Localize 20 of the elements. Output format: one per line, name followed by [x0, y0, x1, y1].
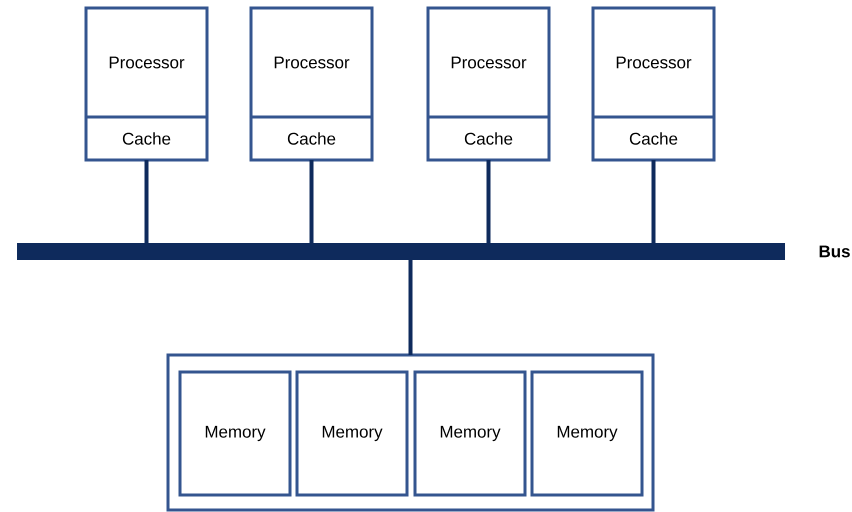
cache-box: Cache — [426, 116, 550, 162]
processor-box: Processor — [84, 6, 208, 118]
cache-box: Cache — [250, 116, 374, 162]
connector-line — [310, 160, 314, 243]
connector-line — [652, 160, 656, 243]
connector-line — [486, 160, 490, 243]
bus-label: Bus — [820, 246, 850, 258]
processor-box: Processor — [250, 6, 374, 118]
connector-line — [144, 160, 148, 243]
processor-box: Processor — [426, 6, 550, 118]
memory-box: Memory — [530, 370, 644, 496]
memory-module-box — [166, 354, 654, 512]
memory-box: Memory — [414, 370, 526, 496]
bus-bar — [17, 243, 786, 260]
processor-box: Processor — [592, 6, 716, 118]
memory-box: Memory — [178, 370, 292, 496]
memory-box: Memory — [296, 370, 408, 496]
connector-line — [408, 260, 412, 355]
cache-box: Cache — [592, 116, 716, 162]
cache-box: Cache — [84, 116, 208, 162]
